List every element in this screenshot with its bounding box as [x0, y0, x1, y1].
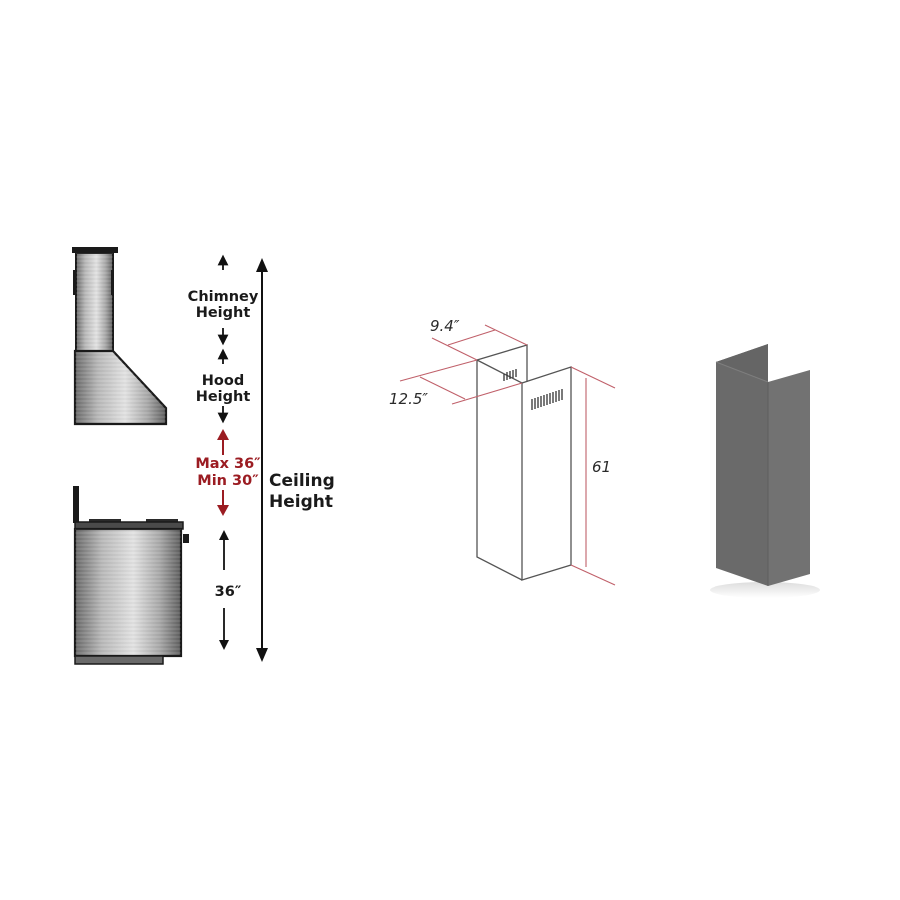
range-illustration — [73, 486, 189, 665]
counter-height-arrows — [219, 530, 229, 650]
vent-slots — [503, 369, 563, 410]
chimney-line-drawing — [476, 344, 572, 581]
dimension-lines — [399, 324, 616, 586]
height-dimension: 61 — [592, 458, 611, 476]
hood-height-label-1: Hood — [202, 373, 244, 389]
range-hood-illustration — [72, 247, 168, 426]
ceiling-height-label-2: Height — [269, 492, 333, 512]
clearance-arrows — [217, 429, 229, 516]
clearance-max-label: Max 36″ — [195, 456, 261, 472]
depth-dimension: 9.4″ — [430, 317, 460, 335]
chimney-height-label-1: Chimney — [188, 289, 259, 305]
hood-height-label-2: Height — [196, 389, 251, 405]
clearance-min-label: Min 30″ — [197, 473, 259, 489]
width-dimension: 12.5″ — [389, 390, 428, 408]
chimney-height-label-2: Height — [196, 305, 251, 321]
ceiling-height-label-1: Ceiling — [269, 471, 335, 491]
ceiling-height-arrow — [256, 258, 268, 662]
chimney-extension-product — [710, 344, 820, 598]
counter-height-label: 36″ — [215, 584, 242, 600]
